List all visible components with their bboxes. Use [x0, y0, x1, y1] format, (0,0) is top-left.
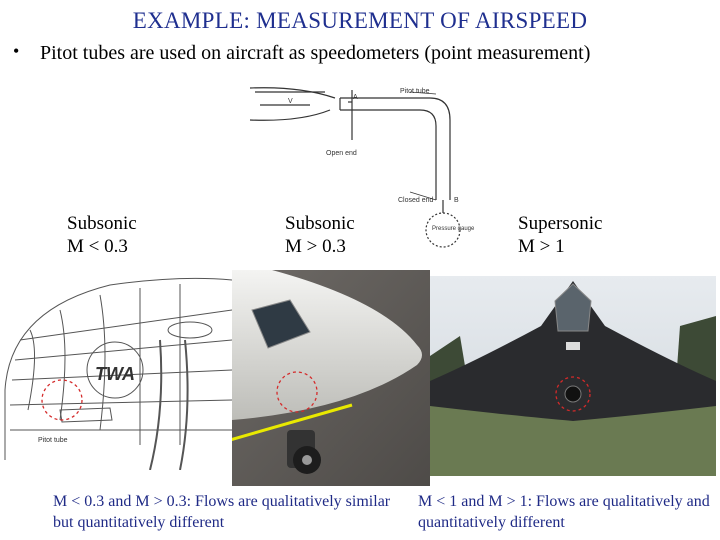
highlight-circle-right	[555, 376, 591, 412]
label-pressure-gauge: Pressure gauge	[432, 226, 475, 232]
supersonic-jet-photo	[430, 276, 716, 476]
slide-title: EXAMPLE: MEASUREMENT OF AIRSPEED	[132, 8, 588, 33]
bullet-marker: •	[13, 41, 20, 61]
highlight-circle-middle	[276, 371, 318, 413]
pitot-tube-label: Pitot tube	[38, 437, 68, 444]
jet-nose-photo	[232, 270, 430, 486]
caption-left: M < 0.3 and M > 0.3: Flows are qualitati…	[53, 493, 391, 531]
label-v: V	[288, 98, 293, 105]
label-closed-end: Closed end	[398, 197, 434, 204]
label-b: B	[454, 197, 459, 204]
caption-right: M < 1 and M > 1: Flows are qualitatively…	[418, 493, 710, 531]
label-pitot-tube: Pitot tube	[400, 88, 430, 95]
label-a: A	[353, 94, 358, 101]
airliner-drawing: TWA Pitot tube	[0, 270, 232, 470]
label-open-end: Open end	[326, 150, 357, 157]
highlight-circle-left	[41, 379, 83, 421]
pitot-tube-diagram: V A Pitot tube Open end Closed end B Pre…	[249, 87, 475, 248]
twa-logo: TWA	[95, 364, 135, 384]
bullet-text: Pitot tubes are used on aircraft as spee…	[40, 42, 591, 64]
